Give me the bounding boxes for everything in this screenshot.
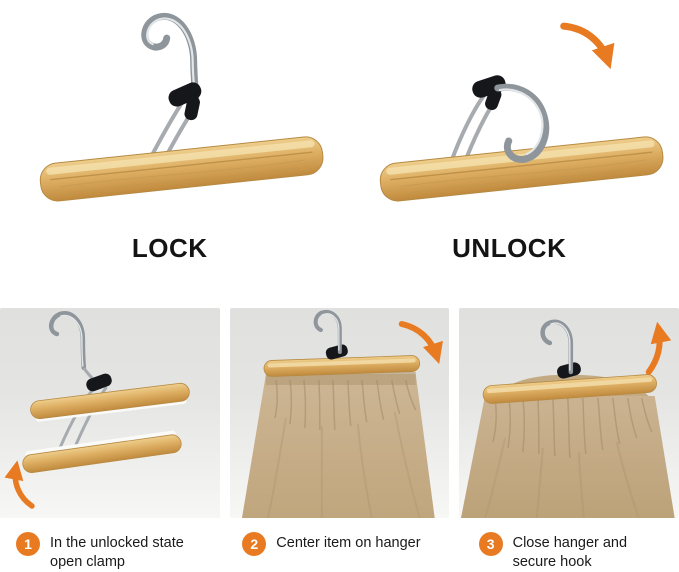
step-number-badge: 2: [242, 532, 267, 556]
hanger-locked-photo: LOCK: [0, 0, 340, 268]
clamp-lock: [471, 75, 506, 111]
bottom-jaw: [22, 430, 182, 473]
swivel-hook: [49, 311, 87, 371]
garment: [241, 372, 435, 518]
lock-label: LOCK: [131, 233, 208, 263]
steps-photos: [0, 308, 679, 518]
step3-caption: 3 Close hanger and secure hook: [453, 532, 679, 571]
swivel-hook: [313, 309, 342, 354]
secure-hook-arrow-icon: [646, 321, 672, 375]
open-direction-arrow-icon: [4, 460, 35, 509]
center-item-illustration: [241, 309, 443, 518]
lock-unlock-section: LOCK: [0, 0, 679, 268]
step1-caption: 1 In the unlocked state open clamp: [0, 532, 226, 571]
clamp-lock: [86, 373, 112, 392]
wooden-clamp-bar: [379, 136, 663, 202]
step2-caption: 2 Center item on hanger: [226, 532, 452, 571]
swivel-hook: [141, 12, 200, 102]
unlocked-hanger-illustration: [379, 22, 663, 202]
step-number-badge: 3: [478, 532, 503, 556]
place-item-arrow-icon: [398, 321, 443, 365]
swivel-hook: [540, 319, 574, 375]
swivel-hook-released: [493, 83, 549, 163]
wooden-clamp-bar: [39, 136, 324, 202]
step-caption-text: Close hanger and secure hook: [512, 535, 628, 570]
open-clamp-illustration: [4, 311, 190, 509]
close-hanger-illustration: [461, 319, 676, 518]
step2-photo: [229, 308, 450, 518]
hanger-unlocked-photo: UNLOCK: [340, 0, 679, 268]
rotate-direction-arrow-icon: [559, 22, 614, 70]
step-number-badge: 1: [16, 532, 40, 556]
unlock-label: UNLOCK: [452, 233, 567, 263]
clamp-lock: [325, 344, 348, 360]
locked-hanger-illustration: [39, 12, 324, 202]
steps-captions: 1 In the unlocked state open clamp 2 Cen…: [0, 532, 679, 571]
step1-photo: [0, 308, 220, 518]
wooden-clamp-bar: [483, 374, 658, 404]
wooden-clamp-bar: [263, 355, 420, 377]
clamp-lock: [168, 82, 202, 121]
step3-photo: [459, 308, 679, 518]
step-caption-text: In the unlocked state open clamp: [50, 535, 184, 570]
step-caption-text: Center item on hanger: [276, 535, 421, 551]
top-jaw: [30, 382, 190, 422]
